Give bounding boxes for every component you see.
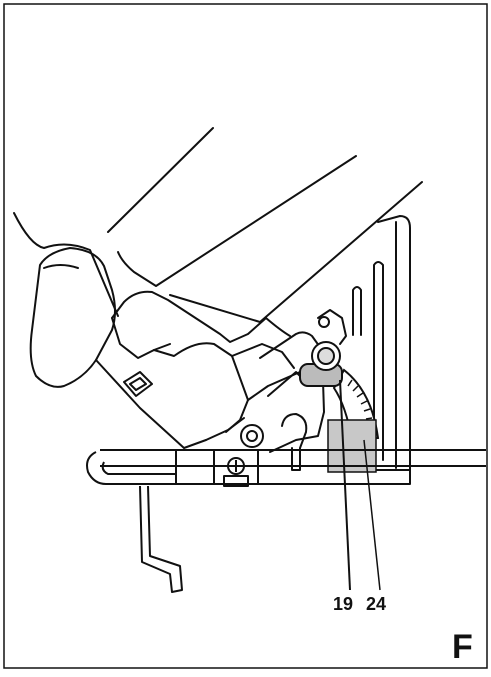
fence-screw bbox=[227, 457, 245, 475]
front-handle bbox=[29, 247, 116, 388]
leader-24 bbox=[363, 439, 381, 591]
callout-19: 19 bbox=[333, 594, 354, 614]
parallel-guide bbox=[139, 485, 183, 593]
callout-24: 24 bbox=[366, 594, 387, 614]
figure-letter: F bbox=[452, 628, 473, 666]
depth-lever bbox=[281, 413, 308, 471]
motor-housing bbox=[111, 290, 267, 343]
angle-screw bbox=[317, 309, 347, 345]
page-border bbox=[3, 3, 488, 669]
motor-housing-tube bbox=[13, 212, 119, 317]
leader-19 bbox=[339, 379, 351, 591]
bracket-screw bbox=[240, 424, 264, 448]
bevel-bracket bbox=[259, 331, 325, 453]
saw-body bbox=[95, 359, 207, 449]
lock-button bbox=[123, 371, 153, 397]
angle-gauge-shade bbox=[327, 419, 377, 473]
blade-guard-panel bbox=[329, 215, 411, 471]
wing-nut-knob bbox=[299, 341, 343, 387]
